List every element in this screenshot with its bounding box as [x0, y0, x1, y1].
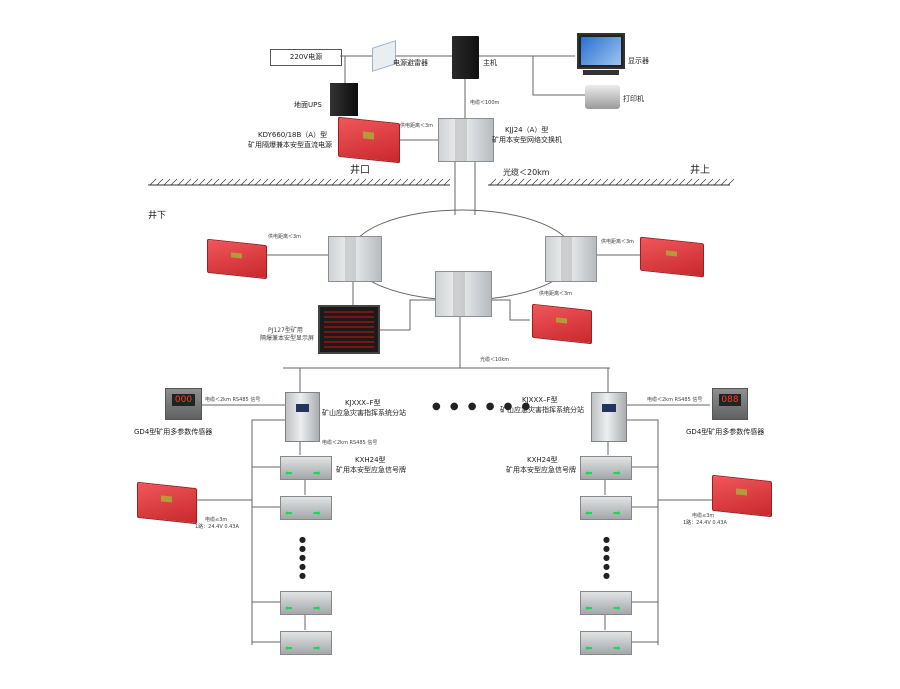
- substation-left: [285, 392, 320, 442]
- sensor-name-right: GD4型矿用多参数传感器: [686, 428, 765, 436]
- cable-100m-label: 电缆＜100m: [470, 100, 500, 106]
- station-name-right: 矿山应急灾害指挥系统分站: [500, 406, 584, 414]
- psu-name-label: 矿用隔爆兼本安型直流电源: [248, 141, 332, 149]
- signal-board: ⬅➡: [280, 591, 332, 615]
- sensor-readout: 000: [172, 394, 195, 407]
- psu-cable-left: 电缆≤3m: [205, 517, 228, 523]
- printer-image: [585, 85, 620, 109]
- substation-right: [591, 392, 627, 442]
- psu-spec-right: 1路：24.4V 0.43A: [683, 520, 727, 526]
- ring-psu-bottom: [532, 303, 592, 345]
- ring-psu-left: [207, 238, 267, 280]
- psu-distance-right: 供电距离＜3m: [601, 239, 635, 245]
- fiber-10km-label: 光缆＜10km: [480, 357, 510, 363]
- surface-psu-distance: 供电距离＜3m: [400, 123, 434, 129]
- ring-switch-bottom: [435, 271, 492, 317]
- sign-cable-left: 电缆＜2km RS485 信号: [322, 440, 378, 446]
- led-display-image: [318, 305, 380, 354]
- psu-model-label: KDY660/18B（A）型: [258, 131, 328, 139]
- more-stations-ellipsis: ● ● ● ● ● ●: [432, 401, 534, 412]
- ups-image: [330, 83, 358, 116]
- psu-cable-right: 电缆≤3m: [692, 513, 715, 519]
- host-label: 主机: [483, 59, 497, 67]
- above-ground-label: 井上: [690, 165, 710, 176]
- underground-label: 井下: [148, 211, 167, 221]
- signal-board: ⬅➡: [280, 456, 332, 480]
- monitor-label: 显示器: [628, 57, 649, 65]
- more-signs-dots-right: ●●●●●: [603, 535, 610, 580]
- monitor-image: [577, 33, 625, 69]
- surge-protector-label: 电源避雷器: [393, 59, 428, 67]
- more-signs-dots-left: ●●●●●: [299, 535, 306, 580]
- sensor-cable-right: 电缆＜2km RS485 信号: [647, 397, 703, 403]
- station-name-left: 矿山应急灾害指挥系统分站: [322, 409, 406, 417]
- sign-model-right: KXH24型: [527, 456, 558, 464]
- host-pc-image: [452, 36, 479, 79]
- printer-label: 打印机: [623, 95, 644, 103]
- sensor-readout: 088: [719, 394, 741, 407]
- station-psu-right: [712, 474, 772, 518]
- psu-spec-left: 1路：24.4V 0.43A: [195, 524, 239, 530]
- sensor-left-image: 000: [165, 388, 202, 420]
- power-220v-box: 220V电源: [270, 49, 342, 66]
- shaft-mouth-label: 井口: [350, 165, 370, 176]
- surface-psu-image: [338, 116, 400, 164]
- ring-switch-right: [545, 236, 597, 282]
- ring-psu-right: [640, 236, 704, 278]
- station-psu-left: [137, 481, 197, 525]
- signal-board: ⬅➡: [580, 456, 632, 480]
- sign-name-left: 矿用本安型应急信号牌: [336, 466, 406, 474]
- ring-switch-left: [328, 236, 382, 282]
- display-name-label: 隔爆兼本安型显示屏: [260, 335, 315, 342]
- sign-model-left: KXH24型: [355, 456, 386, 464]
- keyboard-image: [583, 70, 619, 75]
- signal-board: ⬅➡: [580, 631, 632, 655]
- sensor-cable-left: 电缆＜2km RS485 信号: [205, 397, 261, 403]
- sensor-name-left: GD4型矿用多参数传感器: [134, 428, 213, 436]
- ups-label: 地面UPS: [294, 101, 322, 109]
- network-switch-image: [438, 118, 494, 162]
- station-model-left: KJXXX–F型: [345, 399, 381, 407]
- sensor-right-image: 088: [712, 388, 748, 420]
- signal-board: ⬅➡: [580, 496, 632, 520]
- psu-distance-left: 供电距离＜3m: [268, 234, 302, 240]
- display-model-label: PJ127型矿用: [268, 327, 303, 334]
- signal-board: ⬅➡: [280, 631, 332, 655]
- switch-name-label: 矿用本安型网络交换机: [492, 136, 562, 144]
- signal-board: ⬅➡: [280, 496, 332, 520]
- psu-distance-bottom: 供电距离＜3m: [539, 291, 573, 297]
- switch-model-label: KJJ24（A）型: [505, 126, 549, 134]
- station-model-right: KJXXX–F型: [522, 396, 558, 404]
- signal-board: ⬅➡: [580, 591, 632, 615]
- fiber-20km-label: 光缆＜20km: [503, 168, 550, 177]
- sign-name-right: 矿用本安型应急信号牌: [506, 466, 576, 474]
